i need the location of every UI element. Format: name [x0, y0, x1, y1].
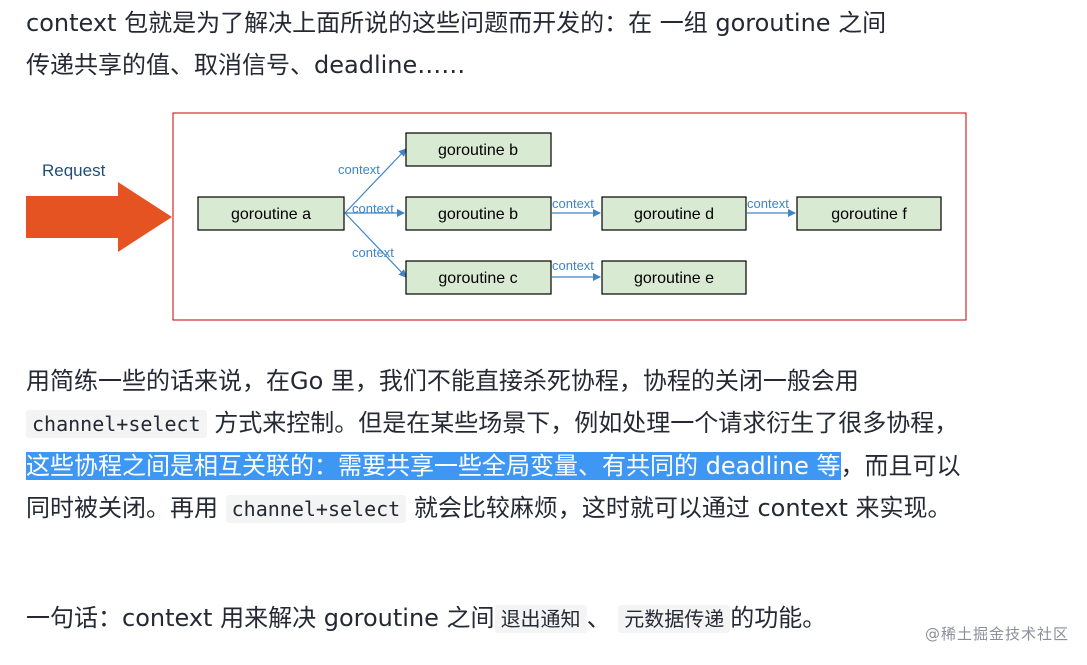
- node-goroutine-f: [796, 196, 942, 231]
- edge-label-c-e: context: [552, 258, 594, 273]
- inline-code-channel-select-1: channel+select: [26, 410, 207, 438]
- node-goroutine-a: [197, 196, 345, 231]
- edge-a-b-top: [344, 148, 407, 214]
- node-goroutine-b-mid: [405, 196, 552, 231]
- inline-code-channel-select-2: channel+select: [225, 495, 407, 523]
- summary-separator: 、: [586, 604, 611, 632]
- inline-code-metadata-pass: 元数据传递: [618, 605, 731, 633]
- node-goroutine-e-label: goroutine e: [634, 270, 714, 287]
- summary-paragraph: 一句话：context 用来解决 goroutine 之间退出通知、 元数据传递…: [26, 597, 976, 640]
- intro-paragraph: context 包就是为了解决上面所说的这些问题而开发的：在 一组 gorout…: [26, 2, 976, 86]
- context-tree-diagram: Request context context context context …: [26, 112, 967, 321]
- inline-code-exit-notify: 退出通知: [494, 605, 587, 633]
- request-label: Request: [42, 161, 106, 180]
- request-arrow: [26, 182, 172, 252]
- node-goroutine-c: [405, 260, 552, 295]
- node-goroutine-c-label: goroutine c: [438, 270, 517, 287]
- watermark: @稀土掘金技术社区: [924, 625, 1069, 643]
- node-goroutine-b-top: [405, 132, 552, 167]
- selected-text-highlight[interactable]: 这些协程之间是相互关联的：需要共享一些全局变量、有共同的 deadline 等: [26, 452, 841, 480]
- edge-label-a-b-mid: context: [352, 201, 394, 216]
- edge-label-d-f: context: [747, 196, 789, 211]
- edge-label-b-d: context: [552, 196, 594, 211]
- body-text-4: 就会比较麻烦，这时就可以通过 context 来实现。: [406, 494, 952, 522]
- node-goroutine-d-label: goroutine d: [634, 206, 714, 223]
- body-text-1: 用简练一些的话来说，在Go 里，我们不能直接杀死协程，协程的关闭一般会用: [26, 367, 859, 395]
- intro-line-2: 传递共享的值、取消信号、deadline……: [26, 51, 466, 79]
- node-goroutine-b-mid-label: goroutine b: [438, 206, 518, 223]
- body-paragraph: 用简练一些的话来说，在Go 里，我们不能直接杀死协程，协程的关闭一般会用 chan…: [26, 360, 976, 530]
- body-text-2: 方式来控制。但是在某些场景下，例如处理一个请求衍生了很多协程，: [206, 409, 959, 437]
- edge-a-c: [344, 212, 407, 278]
- node-goroutine-d: [601, 196, 747, 231]
- node-goroutine-a-label: goroutine a: [231, 206, 311, 223]
- summary-prefix: 一句话：context 用来解决 goroutine 之间: [26, 604, 495, 632]
- edge-label-a-b-top: context: [338, 162, 380, 177]
- body-text-3: ，而且可以同时被关闭。再用: [26, 452, 961, 522]
- diagram-frame: [172, 112, 967, 321]
- node-goroutine-b-top-label: goroutine b: [438, 142, 518, 159]
- node-goroutine-e: [601, 260, 747, 295]
- node-goroutine-f-label: goroutine f: [831, 206, 907, 223]
- summary-suffix: 的功能。: [730, 604, 827, 632]
- intro-line-1: context 包就是为了解决上面所说的这些问题而开发的：在 一组 gorout…: [26, 9, 887, 37]
- edge-label-a-c: context: [352, 245, 394, 260]
